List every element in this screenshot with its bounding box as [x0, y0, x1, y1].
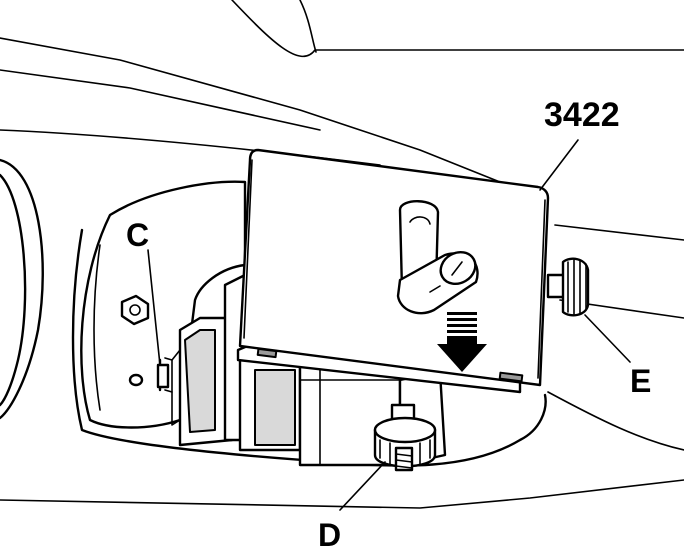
knob-d [373, 403, 437, 472]
dash-panel [0, 158, 44, 420]
knob-e [546, 257, 590, 317]
car-body-lines [0, 0, 684, 509]
label-c: C [126, 217, 149, 253]
down-arrow-icon [437, 312, 487, 372]
label-e: E [630, 363, 651, 399]
label-d: D [318, 517, 341, 550]
label-3422: 3422 [544, 96, 620, 134]
mechanism [156, 273, 447, 467]
tool-plate-3422 [236, 148, 550, 394]
leader-lines [147, 139, 631, 511]
hex-nut [120, 294, 150, 387]
